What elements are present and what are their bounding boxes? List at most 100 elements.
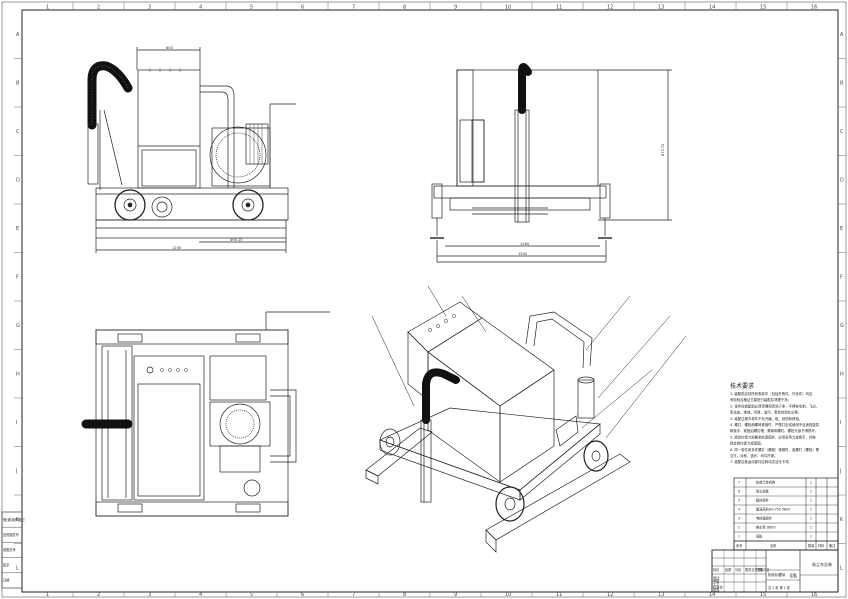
bom-row-qty: 1 [810, 535, 812, 539]
zone-col-bottom-1: 1 [46, 592, 49, 598]
bom-header-remark: 备注 [829, 543, 836, 548]
zone-col-top-9: 9 [454, 5, 457, 11]
tb-role: 工艺 [713, 581, 719, 586]
isometric-view [365, 285, 687, 553]
zone-col-bottom-12: 12 [607, 592, 613, 598]
zone-row-right-I: I [840, 420, 841, 426]
title-block [711, 549, 839, 593]
zone-col-bottom-14: 14 [709, 592, 715, 598]
zone-col-top-15: 15 [760, 5, 766, 11]
zone-col-top-7: 7 [352, 5, 355, 11]
zone-row-right-A: A [840, 32, 844, 38]
zone-row-right-D: D [840, 177, 844, 183]
bom-row-name: 轨道行走机构 [756, 480, 775, 485]
bom-row-qty: 1 [810, 517, 812, 521]
zone-row-left-I: I [16, 420, 17, 426]
zone-row-left-H: H [16, 371, 20, 377]
zone-row-left-C: C [16, 129, 20, 135]
dim-front-top: 600 [166, 46, 174, 50]
zone-ticks [14, 2, 846, 597]
bom-row-name: 推车架 DN50 [756, 525, 775, 530]
tb-stage-label: 比例 [790, 572, 796, 577]
notes-line: 1. 装配前应将所有零部件（包括外购件、外协件）均应 [730, 391, 813, 396]
notes-line: 规定的拧紧力矩紧固。 [730, 441, 764, 446]
side-row-label: 旧底图总号 [3, 532, 19, 537]
zone-col-top-14: 14 [709, 5, 715, 11]
zone-col-top-1: 1 [46, 5, 49, 11]
title-block-stage: 阶段标记重量比例 [768, 572, 796, 577]
notes-line: 有检验合格证方能进行装配并清理干净。 [730, 397, 791, 402]
inner-frame [21, 9, 839, 593]
side-row-label: 借(通)用件登记 [3, 517, 25, 522]
zone-row-right-G: G [840, 323, 844, 329]
dim-front-mid: 490.15 [230, 238, 243, 242]
zone-row-right-K: K [840, 517, 844, 523]
zone-col-top-4: 4 [199, 5, 202, 11]
bom-header-material: 材料 [818, 543, 825, 548]
zone-col-bottom-3: 3 [148, 592, 151, 598]
zone-col-top-13: 13 [658, 5, 664, 11]
zone-col-top-12: 12 [607, 5, 613, 11]
bom-row-qty: 1 [810, 481, 812, 485]
bom-row-no: 4 [738, 508, 740, 512]
zone-col-top-10: 10 [505, 5, 511, 11]
notes-title: 技术要求 [730, 382, 754, 390]
dim-side-inner: 1260 [520, 242, 530, 246]
title-block-row-labels: 标记处数分区更改文件号签名年月日 [713, 567, 770, 572]
bom-row-no: 7 [738, 481, 740, 485]
notes-line: 和扳手，紧固后螺钉槽、螺母和螺钉、螺栓头部不得损坏。 [730, 428, 818, 433]
title-block-text: 吸尘车总装 标记处数分区更改文件号签名年月日 设计审核工艺标准化批准 阶段标记重… [713, 561, 832, 592]
notes-line: 4. 螺钉、螺栓和螺母紧固时，严禁打击或使用不合适的旋具 [730, 422, 820, 427]
zone-row-right-B: B [840, 80, 844, 86]
zone-col-top-8: 8 [403, 5, 406, 11]
dim-front-overall: 1200 [172, 246, 182, 250]
zone-row-right-J: J [839, 468, 841, 474]
zone-col-bottom-4: 4 [199, 592, 202, 598]
bom-row-no: 1 [738, 535, 740, 539]
tb-row-label: 处数 [725, 567, 732, 572]
tb-row-label: 年月日 [760, 567, 770, 572]
title-sheet: 共 1 张 第 1 张 [768, 585, 791, 590]
side-view: 870.72 1260 1500 [430, 63, 672, 263]
zone-col-top-5: 5 [250, 5, 253, 11]
zone-row-left-L: L [16, 565, 19, 571]
zone-col-bottom-10: 10 [505, 592, 511, 598]
dim-side-height: 870.72 [661, 143, 665, 156]
zone-col-top-6: 6 [301, 5, 304, 11]
tb-role: 标准化 [713, 585, 723, 590]
bom-row-name: 箱体组件 [756, 498, 770, 503]
notes-line: 交叉、对称、逐步、均匀拧紧。 [730, 453, 777, 458]
zone-col-top-2: 2 [97, 5, 100, 11]
zone-col-bottom-15: 15 [760, 592, 766, 598]
notes-line: 7. 装配后各运动部件应转动灵活无卡滞。 [730, 459, 792, 464]
title-scale: 1:10 [790, 575, 797, 579]
zone-col-top-16: 16 [811, 5, 817, 11]
bom-row-name: 吸尘软管 [756, 489, 769, 494]
zone-col-bottom-2: 2 [97, 592, 100, 598]
zone-row-left-J: J [15, 468, 17, 474]
zone-col-bottom-7: 7 [352, 592, 355, 598]
notes-line: 2. 零件在装配前必须清理和清洗干净，不得有毛刺、飞边、 [730, 403, 819, 408]
zone-labels: 1122334455667788991010111112121313141415… [15, 5, 844, 599]
notes-line: 3. 装配过程中零件不允许磕、碰、划伤和锈蚀。 [730, 416, 802, 421]
notes-line: 5. 规定拧紧力矩要求的紧固件，必须采用力矩扳手，并按 [730, 434, 816, 439]
zone-row-right-F: F [840, 274, 843, 280]
tb-row-label: 标记 [713, 567, 720, 572]
bom-row-qty: 1 [810, 508, 812, 512]
bom-row-name: 底板 [756, 534, 763, 539]
zone-col-top-11: 11 [556, 5, 562, 11]
zone-col-bottom-5: 5 [250, 592, 253, 598]
zone-row-left-B: B [16, 80, 20, 86]
side-row-label: 底图总号 [3, 547, 16, 552]
tb-stage-label: 重量 [779, 572, 786, 577]
dim-side-overall: 1500 [518, 252, 528, 256]
zone-col-top-3: 3 [148, 5, 151, 11]
technical-notes: 技术要求 1. 装配前应将所有零部件（包括外购件、外协件）均应有检验合格证方能进… [730, 382, 820, 464]
top-view [81, 311, 330, 517]
bom-row-no: 6 [738, 490, 740, 494]
